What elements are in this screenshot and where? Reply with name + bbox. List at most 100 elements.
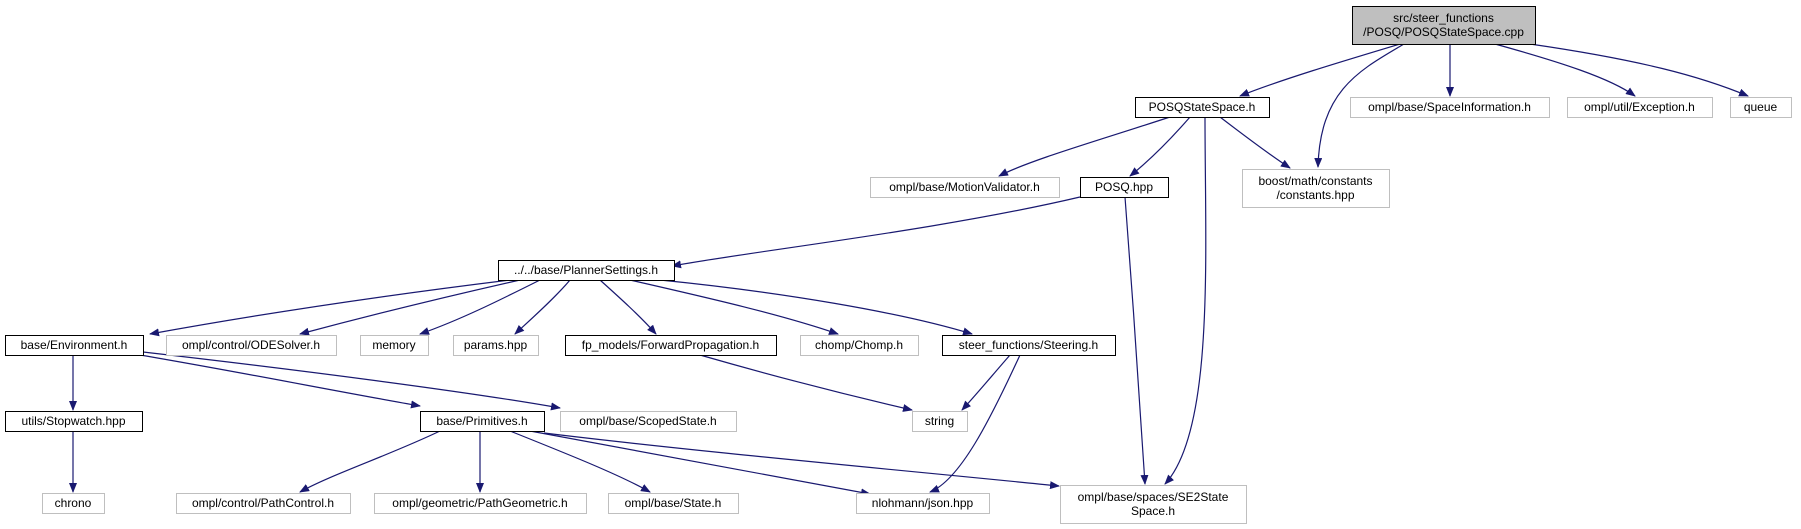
node-box	[912, 411, 968, 432]
edge-steering_h-to-string	[961, 354, 1011, 411]
node-box	[1352, 6, 1536, 45]
node-label: steer_functions/Steering.h	[959, 338, 1098, 352]
node-box	[42, 493, 105, 514]
node-exception_h: ompl/util/Exception.h	[1567, 97, 1713, 118]
node-label: base/Environment.h	[21, 338, 128, 352]
node-posqstatespace_h[interactable]: POSQStateSpace.h	[1135, 97, 1270, 118]
node-box	[5, 335, 144, 356]
node-label: /POSQ/POSQStateSpace.cpp	[1363, 25, 1524, 39]
edge-primitives_h-to-json_hpp	[529, 430, 871, 497]
node-box	[1567, 97, 1713, 118]
node-box	[1730, 97, 1792, 118]
node-label: queue	[1744, 100, 1778, 114]
node-box	[565, 335, 777, 356]
node-chomp_h: chomp/Chomp.h	[800, 335, 919, 356]
node-chrono: chrono	[42, 493, 105, 514]
node-string: string	[912, 411, 968, 432]
node-label: ompl/base/State.h	[625, 496, 722, 510]
node-spaceinformation_h: ompl/base/SpaceInformation.h	[1350, 97, 1550, 118]
node-label: ompl/geometric/PathGeometric.h	[392, 496, 567, 510]
edge-root-to-exception_h	[1494, 43, 1636, 97]
node-primitives_h[interactable]: base/Primitives.h	[420, 411, 545, 432]
edge-posqstatespace_h-to-se2statespace_h	[1164, 116, 1207, 485]
node-label: ompl/control/ODESolver.h	[182, 338, 320, 352]
node-json_hpp: nlohmann/json.hpp	[856, 493, 990, 514]
node-box	[498, 260, 675, 281]
node-label: ompl/base/SpaceInformation.h	[1368, 100, 1531, 114]
node-box	[942, 335, 1116, 356]
node-box	[360, 335, 429, 356]
node-box	[176, 493, 351, 514]
edge-plannersettings_h-to-odesolver_h	[299, 279, 521, 336]
node-box	[1080, 177, 1169, 198]
node-label: params.hpp	[464, 338, 528, 352]
node-box	[1135, 97, 1270, 118]
node-label: POSQStateSpace.h	[1149, 100, 1256, 114]
node-label: memory	[372, 338, 415, 352]
node-label: fp_models/ForwardPropagation.h	[582, 338, 759, 352]
node-box	[1350, 97, 1550, 118]
edge-steering_h-to-json_hpp	[929, 354, 1021, 493]
node-label: string	[925, 414, 954, 428]
node-label: nlohmann/json.hpp	[872, 496, 974, 510]
node-box	[856, 493, 990, 514]
edge-posq_hpp-to-se2statespace_h	[1124, 196, 1149, 485]
node-label: ompl/base/spaces/SE2State	[1078, 490, 1229, 504]
node-label: chomp/Chomp.h	[815, 338, 903, 352]
node-scopedstate_h: ompl/base/ScopedState.h	[560, 411, 737, 432]
node-motionvalidator_h: ompl/base/MotionValidator.h	[870, 177, 1060, 198]
edge-plannersettings_h-to-chomp_h	[629, 279, 839, 335]
node-label: utils/Stopwatch.hpp	[21, 414, 125, 428]
edge-plannersettings_h-to-steering_h	[659, 279, 973, 336]
node-root[interactable]: src/steer_functions/POSQ/POSQStateSpace.…	[1352, 6, 1536, 45]
node-forwardpropagation_h[interactable]: fp_models/ForwardPropagation.h	[565, 335, 777, 356]
node-box	[5, 411, 143, 432]
edge-posq_hpp-to-plannersettings_h	[671, 196, 1081, 269]
node-stopwatch_hpp[interactable]: utils/Stopwatch.hpp	[5, 411, 143, 432]
node-label: Space.h	[1131, 504, 1175, 518]
edge-plannersettings_h-to-environment_h	[149, 279, 511, 337]
edge-plannersettings_h-to-forwardpropagation_h	[599, 279, 657, 335]
edge-posqstatespace_h-to-motionvalidator_h	[998, 116, 1171, 177]
node-label: src/steer_functions	[1393, 11, 1494, 25]
node-label: ompl/base/ScopedState.h	[579, 414, 716, 428]
node-label: POSQ.hpp	[1095, 180, 1153, 194]
node-pathgeometric_h: ompl/geometric/PathGeometric.h	[374, 493, 587, 514]
node-steering_h[interactable]: steer_functions/Steering.h	[942, 335, 1116, 356]
edge-posqstatespace_h-to-constants_hpp	[1219, 116, 1291, 169]
edge-layer	[69, 43, 1749, 497]
node-layer: src/steer_functions/POSQ/POSQStateSpace.…	[5, 6, 1792, 524]
node-box	[1242, 169, 1390, 208]
node-memory: memory	[360, 335, 429, 356]
edge-posqstatespace_h-to-posq_hpp	[1129, 116, 1191, 177]
node-box	[1060, 485, 1247, 524]
node-queue: queue	[1730, 97, 1792, 118]
edge-environment_h-to-primitives_h	[139, 354, 421, 409]
node-box	[800, 335, 919, 356]
node-label: ../../base/PlannerSettings.h	[514, 263, 658, 277]
node-box	[608, 493, 739, 514]
edge-primitives_h-to-state_h	[509, 430, 651, 493]
node-plannersettings_h[interactable]: ../../base/PlannerSettings.h	[498, 260, 675, 281]
edge-root-to-posqstatespace_h	[1239, 43, 1401, 97]
node-label: ompl/control/PathControl.h	[192, 496, 334, 510]
edge-plannersettings_h-to-memory	[419, 279, 541, 335]
node-box	[374, 493, 587, 514]
node-odesolver_h: ompl/control/ODESolver.h	[166, 335, 337, 356]
edge-environment_h-to-scopedstate_h	[142, 351, 561, 411]
node-box	[453, 335, 539, 356]
edge-primitives_h-to-pathcontrol_h	[299, 430, 441, 493]
edge-root-to-constants_hpp	[1314, 43, 1405, 168]
node-constants_hpp: boost/math/constants/constants.hpp	[1242, 169, 1390, 208]
node-label: chrono	[55, 496, 92, 510]
node-posq_hpp[interactable]: POSQ.hpp	[1080, 177, 1169, 198]
node-environment_h[interactable]: base/Environment.h	[5, 335, 144, 356]
node-label: ompl/util/Exception.h	[1584, 100, 1695, 114]
node-pathcontrol_h: ompl/control/PathControl.h	[176, 493, 351, 514]
node-box	[870, 177, 1060, 198]
node-label: boost/math/constants	[1258, 174, 1372, 188]
node-box	[166, 335, 337, 356]
